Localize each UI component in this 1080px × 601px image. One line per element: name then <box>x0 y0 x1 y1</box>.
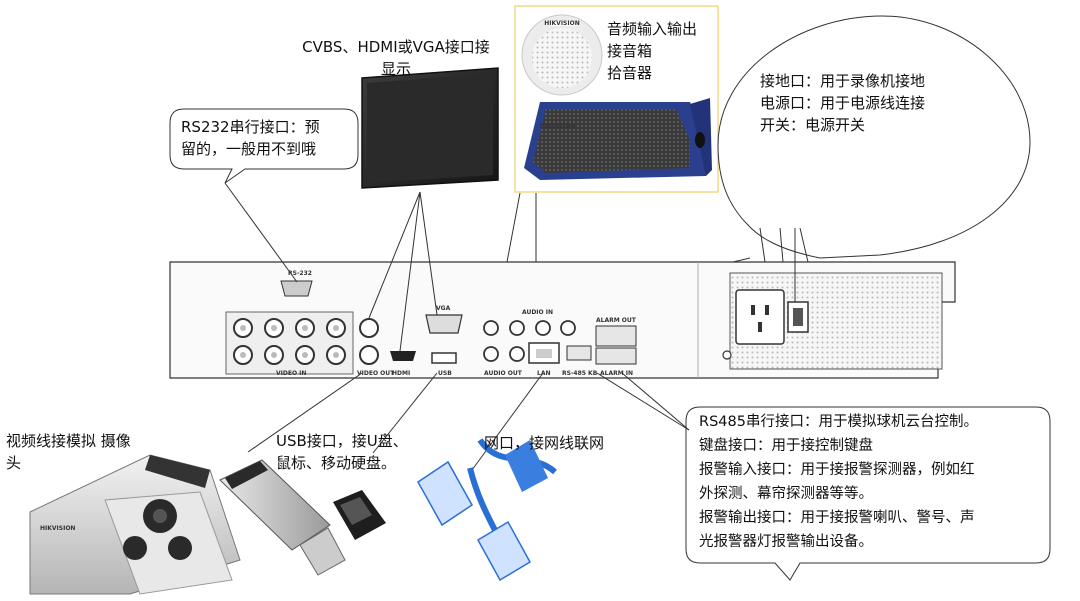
audio-ports <box>483 320 576 362</box>
audio-out-label: AUDIO OUT <box>484 370 523 377</box>
lan-label-text: 网口，接网线联网 <box>484 434 605 452</box>
display-label: CVBS、HDMI或VGA接口接 显示 <box>302 38 490 78</box>
alarm-out-terminal <box>595 325 637 347</box>
camera-brand-text: HIKVISION <box>40 525 75 532</box>
rs485-callout <box>685 406 1051 581</box>
alarm-in-terminal <box>595 347 637 365</box>
video-in-label: VIDEO IN <box>276 370 306 377</box>
usb-drive-image <box>219 459 386 576</box>
video-out-label: VIDEO OUT <box>357 370 395 377</box>
network-cable-image <box>417 438 557 582</box>
hdmi-label: HDMI <box>392 370 410 377</box>
lan-label: LAN <box>537 370 551 377</box>
monitor-image <box>361 67 499 189</box>
power-callout <box>717 15 1031 259</box>
usb-label: USB <box>438 370 452 377</box>
speaker-brand-text: HIKVISION <box>540 123 575 130</box>
usb-port <box>431 352 457 364</box>
dvr-panel: RS-232 VIDEO IN VIDEO OUT HDMI VGA USB A… <box>169 261 956 379</box>
vga-label: VGA <box>436 305 451 312</box>
mic-brand-text: HIKVISION <box>544 20 579 27</box>
alarm-in-label: ALARM IN <box>600 370 633 377</box>
power-socket <box>735 289 785 345</box>
ground-terminal <box>722 350 732 360</box>
audio-device-frame <box>514 5 719 193</box>
video-label: 视频线接模拟 摄像 头 <box>6 432 131 472</box>
rs485-terminal <box>566 345 592 361</box>
rs232-port <box>280 280 313 297</box>
power-label: 接地口：用于录像机接地 电源口：用于电源线连接 开关：电源开关 <box>760 72 926 134</box>
leader-lines <box>224 182 809 471</box>
camera-image: HIKVISION <box>29 454 241 595</box>
rs232-label: RS232串行接口：预 留的，一般用不到哦 <box>181 118 320 158</box>
usb-label-text: USB接口，接U盘、 鼠标、移动硬盘。 <box>276 432 408 472</box>
alarm-out-label: ALARM OUT <box>596 317 637 324</box>
speaker-image: HIKVISION <box>524 98 712 180</box>
vga-port <box>425 314 463 334</box>
rs485-label-text: RS485串行接口：用于模拟球机云台控制。 键盘接口：用于接控制键盘 报警输入接… <box>699 414 978 550</box>
rs232-callout <box>169 108 359 184</box>
rs232-port-label: RS-232 <box>288 270 312 277</box>
audio-in-label: AUDIO IN <box>522 309 553 316</box>
hdmi-port <box>390 351 416 361</box>
rs485-label: RS-485 KB <box>562 370 598 377</box>
video-out-ports <box>359 318 379 365</box>
audio-label: 音频输入输出 接音箱 拾音器 <box>607 20 698 82</box>
microphone-image: HIKVISION <box>521 14 603 96</box>
